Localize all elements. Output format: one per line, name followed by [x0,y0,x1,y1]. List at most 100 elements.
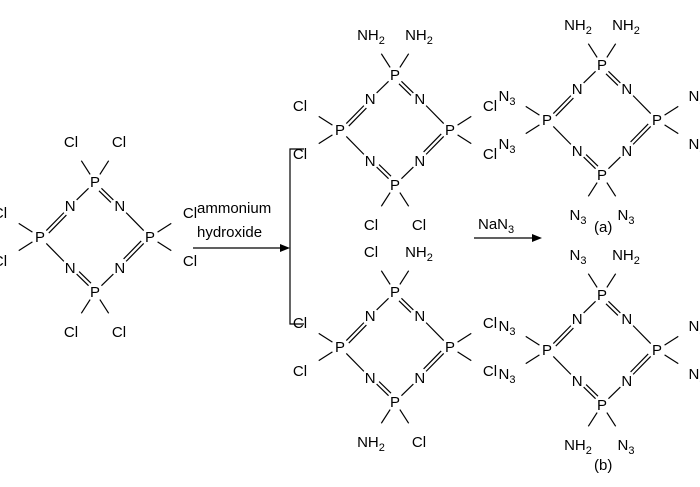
substituent-bond [99,160,110,175]
ring-double-bond [585,384,599,397]
ring-bond [552,325,572,344]
substituent-amino-main: NH [564,437,586,454]
substituent-chloro-main: Cl [0,205,7,222]
ring-double-bond [630,123,649,143]
phosphorus-atom: P [35,229,45,246]
ring-double-bond [398,83,412,96]
substituent-chloro: Cl [364,217,378,234]
substituent-azido-subscript: 3 [628,445,634,457]
ring-bond [376,383,389,397]
nitrogen-atom: N [621,81,632,98]
substituent-bond [80,160,91,175]
ring-bond [608,386,621,400]
substituent-amino-main: NH [564,17,586,34]
substituent-azido: N3 [618,207,635,227]
substituent-bond [525,105,540,116]
substituent-amino-main: NH [405,27,427,44]
substituent-bond [380,53,391,68]
nitrogen-atom: N [114,198,125,215]
ring-bond [125,212,145,231]
substituent-bond [380,192,391,207]
substituent-bond [318,134,333,145]
substituent-bond [318,351,333,362]
ring-bond [425,136,445,155]
substituent-amino: NH2 [405,27,433,47]
substituent-bond [664,335,679,346]
substituent-azido-main: N [570,247,581,264]
substituent-amino: NH2 [564,17,592,37]
ring-bond [376,297,389,311]
nitrogen-atom: N [414,91,425,108]
reaction-arrow-ammonium-hydroxide [193,244,290,252]
substituent-azido: N3 [570,207,587,227]
substituent-bond [157,241,172,252]
phosphorus-atom: P [90,174,100,191]
ring-double-bond [398,300,412,313]
ring-double-bond [378,164,392,177]
reagent-sodium-azide-main: NaN [478,216,508,233]
substituent-chloro-main: Cl [364,217,378,234]
ring-bond [101,273,114,287]
substituent-chloro-main: Cl [64,324,78,341]
substituent-bond [606,273,617,288]
substituent-chloro-main: Cl [483,146,497,163]
ring-double-bond [423,350,442,370]
ring-bond [345,322,365,341]
substituent-chloro-main: Cl [483,363,497,380]
substituent-chloro: Cl [183,205,197,222]
substituent-chloro: Cl [412,217,426,234]
phosphorus-atom: P [542,342,552,359]
substituent-bond [457,134,472,145]
ring-double-bond [348,107,367,127]
nitrogen-atom: N [365,91,376,108]
substituent-azido-subscript: 3 [509,326,515,338]
ring-bond [632,356,652,375]
phosphorus-atom: P [652,112,662,129]
substituent-bond [399,270,410,285]
substituent-chloro: Cl [483,146,497,163]
phosphorus-atom: P [445,122,455,139]
substituent-bond [399,409,410,424]
molecules: PPPPNNNNClClClClClClClClPPPPNNNNNH2NH2Cl… [0,17,700,457]
substituent-chloro: Cl [183,253,197,270]
substituent-chloro-main: Cl [293,146,307,163]
phosphorus-atom: P [90,284,100,301]
substituent-bond [18,241,33,252]
ring-double-bond [378,381,392,394]
ring-bond [76,273,89,287]
substituent-chloro: Cl [112,324,126,341]
nitrogen-atom: N [365,153,376,170]
phosphorus-atom: P [335,339,345,356]
substituent-bond [99,299,110,314]
nitrogen-atom: N [414,308,425,325]
substituent-chloro: Cl [0,253,7,270]
substituent-chloro-main: Cl [112,324,126,341]
nitrogen-atom: N [572,373,583,390]
substituent-azido-main: N [618,207,629,224]
substituent-bond [457,351,472,362]
substituent-azido-subscript: 3 [580,255,586,267]
substituent-azido: N3 [499,88,516,108]
bond-lines [18,43,679,427]
substituent-bond [664,124,679,135]
substituent-bond [606,182,617,197]
ring-bond [401,80,414,94]
substituent-chloro: Cl [483,98,497,115]
substituent-amino-subscript: 2 [586,445,592,457]
substituent-chloro: Cl [293,363,307,380]
arrow-head [532,234,542,242]
substituent-amino-subscript: 2 [427,35,433,47]
substituent-azido: N3 [689,136,700,156]
phosphorus-atom: P [390,67,400,84]
substituent-amino-subscript: 2 [586,25,592,37]
nitrogen-atom: N [572,81,583,98]
substituent-bond [587,182,598,197]
substituent-amino-main: NH [612,247,634,264]
nitrogen-atom: N [621,373,632,390]
ring-bond [552,356,572,375]
substituent-chloro: Cl [64,134,78,151]
ring-bond [376,80,389,94]
ring-bond [45,243,65,262]
ring-bond [583,386,596,400]
substituent-azido: N3 [689,318,700,338]
